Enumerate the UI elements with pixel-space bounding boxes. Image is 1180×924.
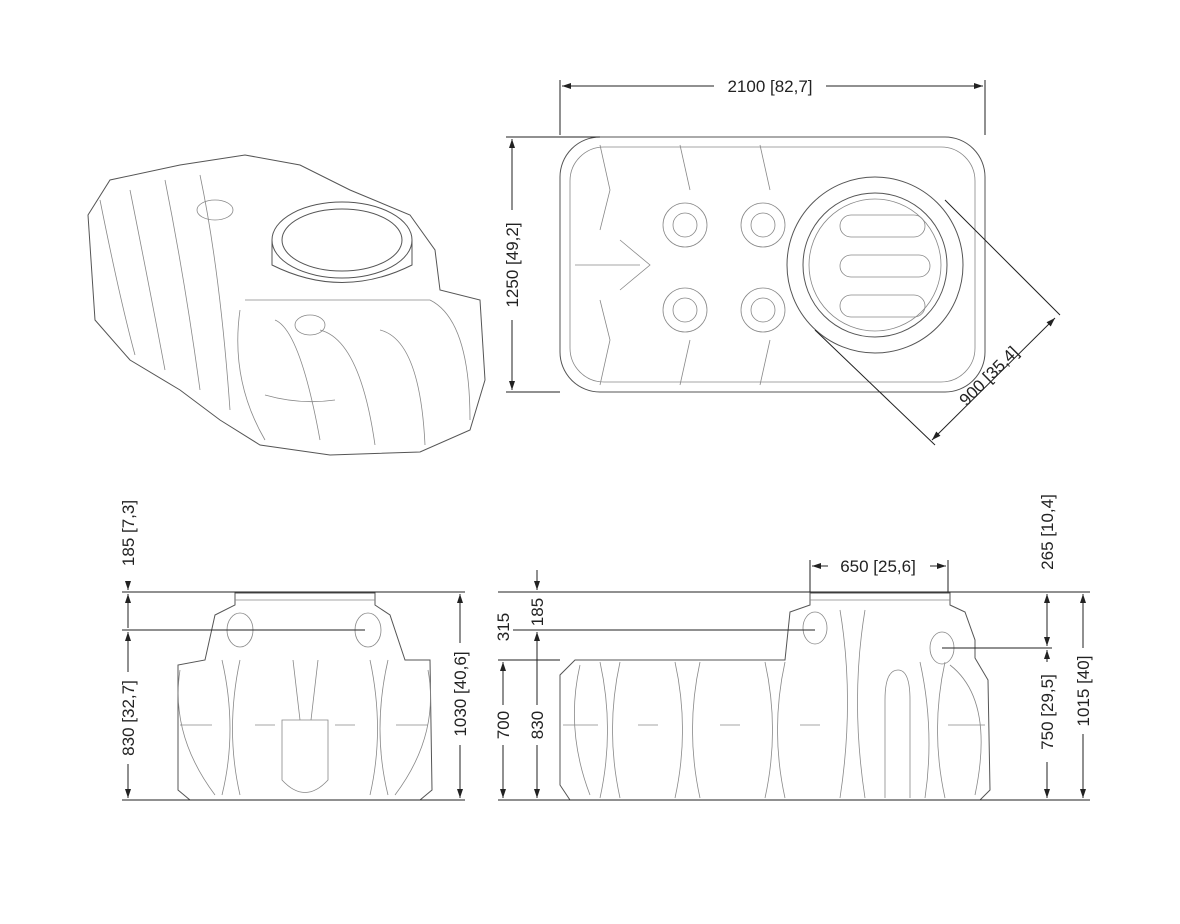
side-view-dimensions: 650 [25,6] 315 700 185 830 265 [10,4] 75… bbox=[493, 494, 1093, 801]
opening-diameter-label: 900 [35,4] bbox=[956, 343, 1023, 410]
inlet-offset-label: 315 bbox=[494, 613, 513, 641]
body-height-label: 830 [32,7] bbox=[119, 680, 138, 756]
side-view bbox=[559, 592, 991, 801]
inlet-height-label: 700 bbox=[494, 711, 513, 739]
top-view bbox=[559, 136, 986, 393]
side-neck-height-label: 185 bbox=[528, 598, 547, 626]
neck-height-label: 185 [7,3] bbox=[119, 500, 138, 566]
side-total-height-label: 1015 [40] bbox=[1074, 656, 1093, 727]
neck-width-label: 650 [25,6] bbox=[840, 557, 916, 576]
side-body-height-label: 830 bbox=[528, 711, 547, 739]
front-view-dimensions: 185 [7,3] 830 [32,7] 1030 [40,6] bbox=[118, 500, 470, 801]
outlet-height-label: 750 [29,5] bbox=[1038, 674, 1057, 750]
length-label: 2100 [82,7] bbox=[727, 77, 812, 96]
dimension-width: 1250 [49,2] bbox=[502, 136, 600, 393]
total-height-label: 1030 [40,6] bbox=[451, 651, 470, 736]
outlet-offset-label: 265 [10,4] bbox=[1038, 494, 1057, 570]
front-view bbox=[177, 592, 433, 801]
dimension-length: 2100 [82,7] bbox=[559, 76, 986, 135]
isometric-view bbox=[87, 154, 486, 456]
width-label: 1250 [49,2] bbox=[503, 222, 522, 307]
